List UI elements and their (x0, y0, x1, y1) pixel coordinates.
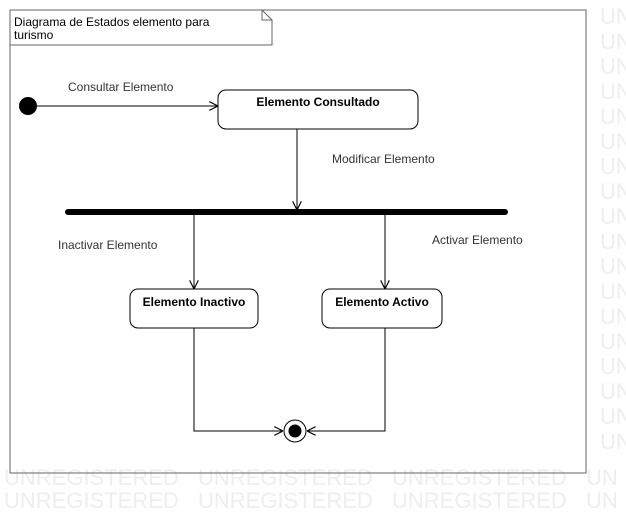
state-elemento-activo[interactable] (321, 288, 443, 329)
watermark-text: UN (600, 54, 626, 79)
transition-inactivo-final (193, 328, 283, 431)
watermark-text: UN (600, 4, 626, 29)
watermark-text: UNREGISTERED (4, 488, 179, 513)
watermark-text: UN (600, 104, 626, 129)
state-label-activo: Elemento Activo (335, 295, 429, 309)
watermark-text: UN (600, 304, 626, 329)
watermark-text: UN (600, 29, 626, 54)
transition-label-consultar: Consultar Elemento (68, 80, 174, 94)
watermark-text: UN (600, 279, 626, 304)
watermark-text: UN (600, 204, 626, 229)
watermark-text: UN (600, 429, 626, 454)
watermark-text: UN (600, 154, 626, 179)
watermark-text: UN (586, 488, 618, 513)
transition-label-modificar: Modificar Elemento (332, 152, 435, 166)
transition-label-inactivar: Inactivar Elemento (58, 238, 158, 252)
transition-label-activar: Activar Elemento (432, 233, 523, 247)
watermark-text: UNREGISTERED (4, 465, 179, 490)
state-label-consultado: Elemento Consultado (256, 95, 379, 109)
watermark-text: UNREGISTERED (198, 488, 373, 513)
watermark-text: UN (600, 79, 626, 104)
diagram-frame (9, 9, 587, 474)
watermark-text: UNREGISTERED (198, 465, 373, 490)
initial-node (19, 97, 37, 115)
state-label-inactivo: Elemento Inactivo (143, 295, 246, 309)
transition-activo-final (307, 328, 386, 431)
frame-title-tab (9, 9, 273, 46)
frame-title-fold (261, 10, 272, 21)
watermark-text: UN (600, 354, 626, 379)
frame-title-line2: turismo (14, 28, 54, 42)
watermark-text: UN (600, 229, 626, 254)
watermark-text: UN (600, 179, 626, 204)
watermark-text: UN (600, 379, 626, 404)
frame-title-line1: Diagrama de Estados elemento para (14, 15, 210, 29)
watermark-text: UN (600, 404, 626, 429)
final-node-core (288, 424, 302, 438)
watermark-text: UN (600, 129, 626, 154)
watermark-text: UN (600, 329, 626, 354)
state-elemento-consultado[interactable] (217, 89, 419, 130)
watermark-text: UNREGISTERED (392, 488, 567, 513)
watermark-text: UN (600, 254, 626, 279)
watermark-text: UN (586, 465, 618, 490)
watermark-layer: UNUNUNUNUNUNUNUNUNUNUNUNUNUNUNUNUNUNUNRE… (4, 4, 626, 513)
watermark-text: UNREGISTERED (392, 465, 567, 490)
